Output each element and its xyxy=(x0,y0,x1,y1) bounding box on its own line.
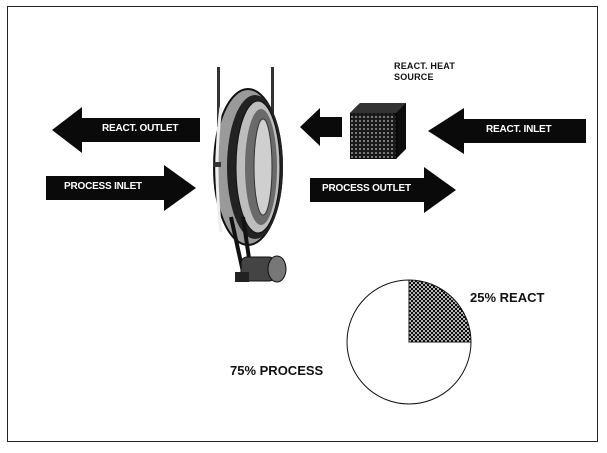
react-inlet-arrow: REACT. INLET xyxy=(428,108,586,154)
pie-slice-react xyxy=(408,279,472,343)
pie-chart xyxy=(346,279,472,405)
process-inlet-arrow: PROCESS INLET xyxy=(46,165,196,211)
heat-source-block xyxy=(350,103,406,159)
react-outlet-arrow: REACT. OUTLET xyxy=(52,107,200,153)
process-inlet-label: PROCESS INLET xyxy=(64,181,142,192)
heat-source-label-line2: SOURCE xyxy=(394,72,434,82)
process-outlet-label: PROCESS OUTLET xyxy=(322,183,411,194)
react-outlet-label: REACT. OUTLET xyxy=(102,123,179,134)
pie-label-react: 25% REACT xyxy=(470,290,545,305)
rotor-wheel-illustration xyxy=(213,67,287,283)
diagram-frame: REACT. OUTLET PROCESS INLET PROCESS OUTL… xyxy=(7,6,598,442)
heat-source-label: REACT. HEAT SOURCE xyxy=(394,61,455,83)
process-outlet-arrow: PROCESS OUTLET xyxy=(310,167,456,213)
pie-label-process: 75% PROCESS xyxy=(230,363,324,378)
heat-source-label-line1: REACT. HEAT xyxy=(394,61,456,71)
heat-to-wheel-arrow xyxy=(300,108,342,146)
react-inlet-label: REACT. INLET xyxy=(486,124,552,135)
